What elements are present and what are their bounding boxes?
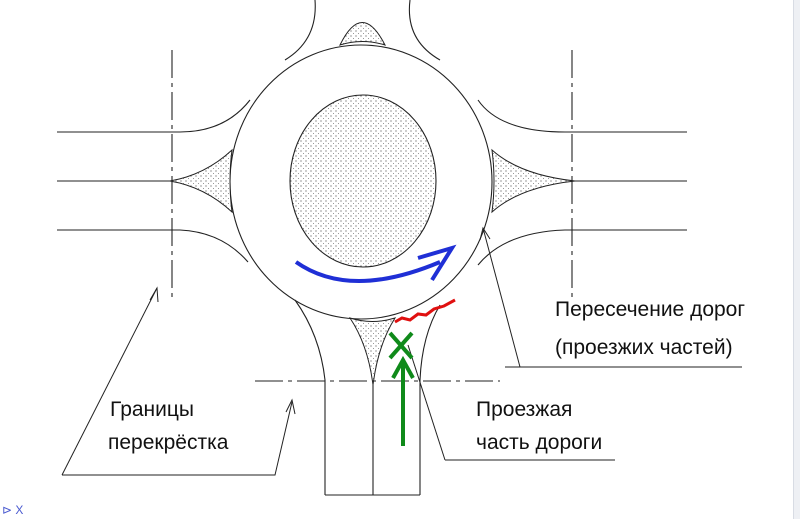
roadway-label-line1: Проезжая bbox=[476, 398, 573, 421]
splitter-island-left bbox=[169, 148, 233, 214]
roadway-label-line2: часть дороги bbox=[476, 431, 603, 454]
entry-arrow bbox=[388, 331, 415, 446]
boundaries-label-line1: Границы bbox=[110, 398, 194, 421]
intersection-label-line2: (проезжих частей) bbox=[555, 336, 733, 359]
vertical-scrollbar[interactable] bbox=[793, 0, 800, 519]
central-island bbox=[289, 94, 437, 268]
intersection-label-line1: Пересечение дорог bbox=[555, 298, 746, 321]
splitter-island-right bbox=[491, 148, 576, 214]
axis-indicator: ⊳ X bbox=[2, 503, 24, 517]
boundaries-label-line2: перекрёстка bbox=[108, 431, 229, 454]
conflict-line bbox=[394, 298, 456, 324]
splitter-island-top bbox=[339, 22, 386, 46]
circulation-arrow bbox=[294, 260, 441, 283]
splitter-island-bottom bbox=[348, 317, 397, 386]
